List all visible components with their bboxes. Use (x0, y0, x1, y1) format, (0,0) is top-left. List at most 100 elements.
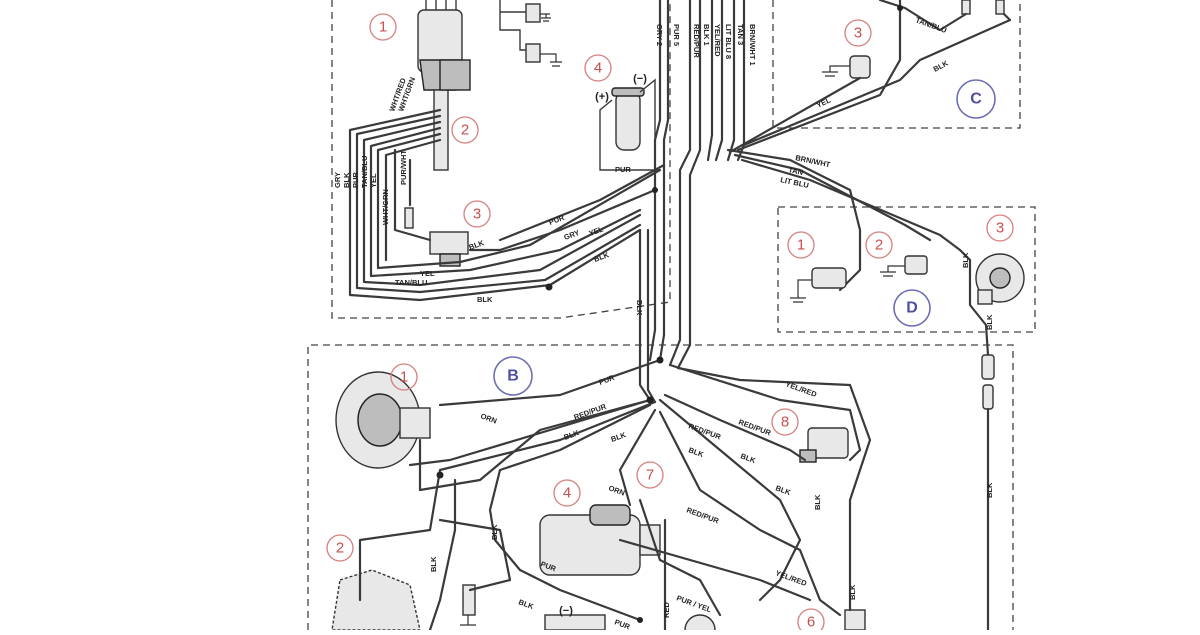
wire-label-pur-coil: PUR (615, 165, 631, 174)
wire-label-blk-b8: BLK (429, 556, 438, 572)
svg-text:2: 2 (875, 237, 883, 254)
bottom-negative-symbol: (−) (559, 605, 573, 617)
callout-d1: 1 (787, 231, 815, 259)
bus-label-blk: BLK 1 (702, 24, 711, 46)
wire-label-blk-b9: BLK (848, 584, 857, 600)
svg-text:2: 2 (461, 122, 469, 139)
svg-text:6: 6 (807, 614, 815, 631)
relay-b (799, 427, 849, 463)
bus-label-pur: PUR 5 (672, 24, 681, 46)
wire-label-tanblu-a: TAN/BLU (360, 156, 369, 188)
svg-text:4: 4 (594, 60, 602, 77)
wire-label-blk-d2: BLK (985, 314, 994, 330)
wire-label-puryel: PUR / YEL (675, 593, 713, 614)
wire-label-yel-bottom: YEL (420, 269, 435, 278)
wire-label-tanblu-c: TAN/BLU (914, 15, 947, 35)
spark-plug-ground (499, 0, 562, 67)
wire-label-redpur-b4: RED/PUR (685, 505, 720, 525)
ignition-coil (599, 78, 660, 171)
wire-label-blk-b7: BLK (490, 524, 499, 540)
coil-negative-symbol: (−) (633, 73, 647, 85)
wire-label-orn-b2: ORN (607, 483, 626, 497)
callout-b1: 1 (390, 363, 418, 391)
section-b-wires (358, 358, 872, 632)
engine-block-b (331, 569, 421, 631)
svg-text:B: B (507, 368, 519, 385)
wire-label-yel-a: YEL (369, 173, 378, 188)
section-c-wires (728, 0, 1012, 154)
callout-a1: 1 (369, 13, 397, 41)
svg-text:1: 1 (400, 369, 408, 386)
alternator (335, 371, 431, 469)
callout-d3: 3 (986, 214, 1014, 242)
section-d-box (777, 206, 1036, 333)
wire-label-blk-b6: BLK (517, 597, 535, 611)
callout-b7: 7 (636, 461, 664, 489)
oil-pressure-sender (790, 267, 847, 303)
harness-to-d (726, 148, 972, 292)
svg-text:3: 3 (996, 220, 1004, 237)
section-a-box (331, 0, 671, 319)
wire-label-orn-b: ORN (479, 411, 498, 425)
wire-label-pur-b3: PUR (613, 617, 632, 630)
wire-label-blk-b3: BLK (687, 445, 705, 459)
callout-c3: 3 (844, 19, 872, 47)
wire-label-blk-bottom: BLK (477, 295, 493, 304)
wire-label-pur-b: PUR (598, 373, 617, 387)
svg-text:3: 3 (473, 206, 481, 223)
section-marker-c: C (956, 79, 996, 119)
wire-label-blk-b4: BLK (739, 451, 757, 465)
temp-sender-d (880, 255, 928, 277)
wire-label-tan: TAN (788, 165, 804, 177)
section-marker-b: B (493, 356, 533, 396)
splice-points (436, 5, 903, 623)
svg-text:1: 1 (379, 19, 387, 36)
section-c-box (772, 0, 1021, 129)
section-a-wires (348, 108, 666, 302)
right-lead (981, 354, 995, 632)
svg-text:C: C (970, 91, 982, 108)
main-harness-bus (638, 0, 746, 404)
section-c-sender (822, 0, 1005, 79)
wire-label-purwht: PUR/WHT (399, 150, 408, 185)
wire-label-blk-d: BLK (961, 252, 970, 268)
svg-text:7: 7 (646, 467, 654, 484)
callout-b8: 8 (771, 408, 799, 436)
wire-label-blk-right: BLK (985, 482, 994, 498)
callout-b4: 4 (553, 479, 581, 507)
bus-label-gry: GRY 2 (655, 24, 664, 46)
svg-text:3: 3 (854, 25, 862, 42)
svg-text:2: 2 (336, 540, 344, 557)
wire-label-blk-b2: BLK (610, 430, 628, 444)
callout-b6: 6 (797, 608, 825, 635)
wire-label-yelred-b2: YEL/RED (774, 568, 808, 588)
callout-a3: 3 (463, 200, 491, 228)
wire-label-litblu: LIT BLU (780, 175, 810, 190)
wire-label-yel-c: YEL (815, 95, 832, 109)
svg-text:D: D (906, 300, 918, 317)
bus-label-brnwht: BRN/WHT 1 (748, 24, 757, 66)
callout-a4: 4 (584, 54, 612, 82)
bus-label-tan: TAN 3 (736, 24, 745, 45)
bus-label-litblu: LIT BLU 8 (724, 24, 733, 59)
wire-label-blk-b5: BLK (774, 483, 792, 497)
svg-text:1: 1 (797, 237, 805, 254)
bus-label-yelred: YEL/RED (713, 24, 722, 57)
bus-label-blk-lower: BLK (635, 300, 644, 316)
callout-a2: 2 (451, 116, 479, 144)
starter-motor (539, 504, 661, 576)
trim-sender-d (968, 253, 1025, 357)
connector-a (404, 207, 414, 229)
wire-label-blk-a: BLK (342, 172, 351, 188)
wire-label-blk-c: BLK (932, 58, 950, 73)
distributor (417, 0, 471, 171)
callout-d2: 2 (865, 231, 893, 259)
wire-label-red-b: RED (662, 602, 671, 618)
section-marker-d: D (893, 289, 931, 327)
wire-label-tanblu-bottom: TAN/BLU (395, 278, 427, 287)
svg-text:8: 8 (781, 414, 789, 431)
wire-label-pur-a: PUR (351, 172, 360, 188)
section-b-box (307, 344, 1014, 630)
